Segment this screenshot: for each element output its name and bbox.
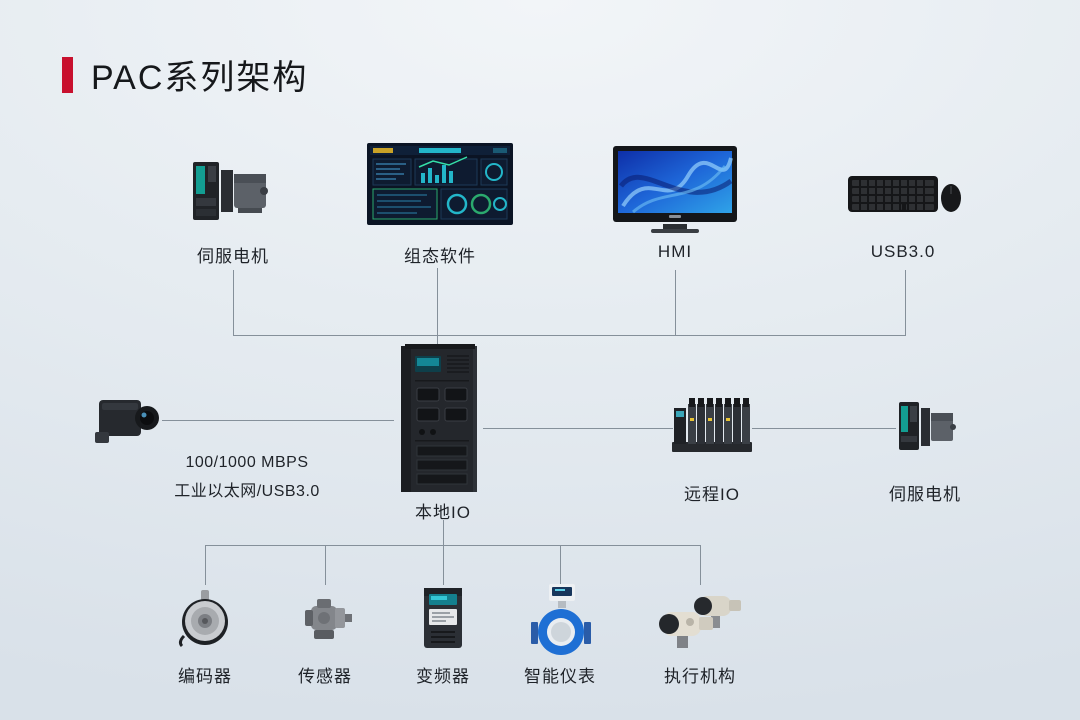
- label-ethernet-type: 工业以太网/USB3.0: [174, 483, 320, 500]
- page-title-row: PAC系列架构: [62, 50, 308, 99]
- remote-io-icon: [672, 398, 752, 461]
- connector-line-software-to-controller: [437, 268, 438, 348]
- connector-line-meter-stub: [560, 545, 561, 585]
- label-ethernet-speed: 100/1000 MBPS: [185, 454, 309, 471]
- title-accent-bar: [62, 56, 73, 93]
- pac-controller-icon: [395, 344, 483, 499]
- connector-line-camera-to-controller: [162, 420, 394, 421]
- connector-line-localio-down: [443, 520, 444, 545]
- connector-line-top-bus: [233, 335, 906, 336]
- sensor-icon: [297, 594, 353, 649]
- label-vfd: 变频器: [416, 667, 470, 686]
- connector-line-actuator-stub: [700, 545, 701, 585]
- connector-line-controller-to-remoteio: [483, 428, 673, 429]
- connector-line-vfd-stub: [443, 545, 444, 585]
- label-encoder: 编码器: [178, 667, 232, 686]
- label-servo-motor-right: 伺服电机: [889, 485, 961, 504]
- label-hmi: HMI: [657, 242, 693, 261]
- connector-line-sensor-stub: [325, 545, 326, 585]
- label-config-software: 组态软件: [404, 247, 476, 266]
- keyboard-mouse-icon: [848, 168, 963, 225]
- label-local-io: 本地IO: [415, 503, 471, 522]
- page-title: PAC系列架构: [91, 59, 309, 97]
- encoder-icon: [176, 588, 234, 653]
- label-smart-meter: 智能仪表: [524, 667, 596, 686]
- label-usb30: USB3.0: [870, 242, 936, 261]
- actuator-icon: [657, 592, 745, 655]
- vfd-icon: [419, 586, 467, 655]
- connector-line-encoder-stub: [205, 545, 206, 585]
- servo-motor-right-icon: [897, 398, 957, 461]
- connector-line-servo-top-stub: [233, 270, 234, 335]
- flowmeter-icon: [529, 584, 593, 661]
- connector-line-usb-stub: [905, 270, 906, 335]
- label-actuator: 执行机构: [664, 667, 736, 686]
- industrial-camera-icon: [95, 394, 161, 451]
- hmi-monitor-icon: [613, 146, 737, 239]
- servo-motor-top-icon: [191, 158, 271, 231]
- label-sensor: 传感器: [298, 667, 352, 686]
- connector-line-remoteio-to-servo: [752, 428, 896, 429]
- label-remote-io: 远程IO: [684, 485, 740, 504]
- connector-line-bottom-bus: [205, 545, 700, 546]
- connector-line-hmi-stub: [675, 270, 676, 335]
- scada-dashboard-icon: [367, 143, 513, 230]
- label-servo-motor-top: 伺服电机: [197, 247, 269, 266]
